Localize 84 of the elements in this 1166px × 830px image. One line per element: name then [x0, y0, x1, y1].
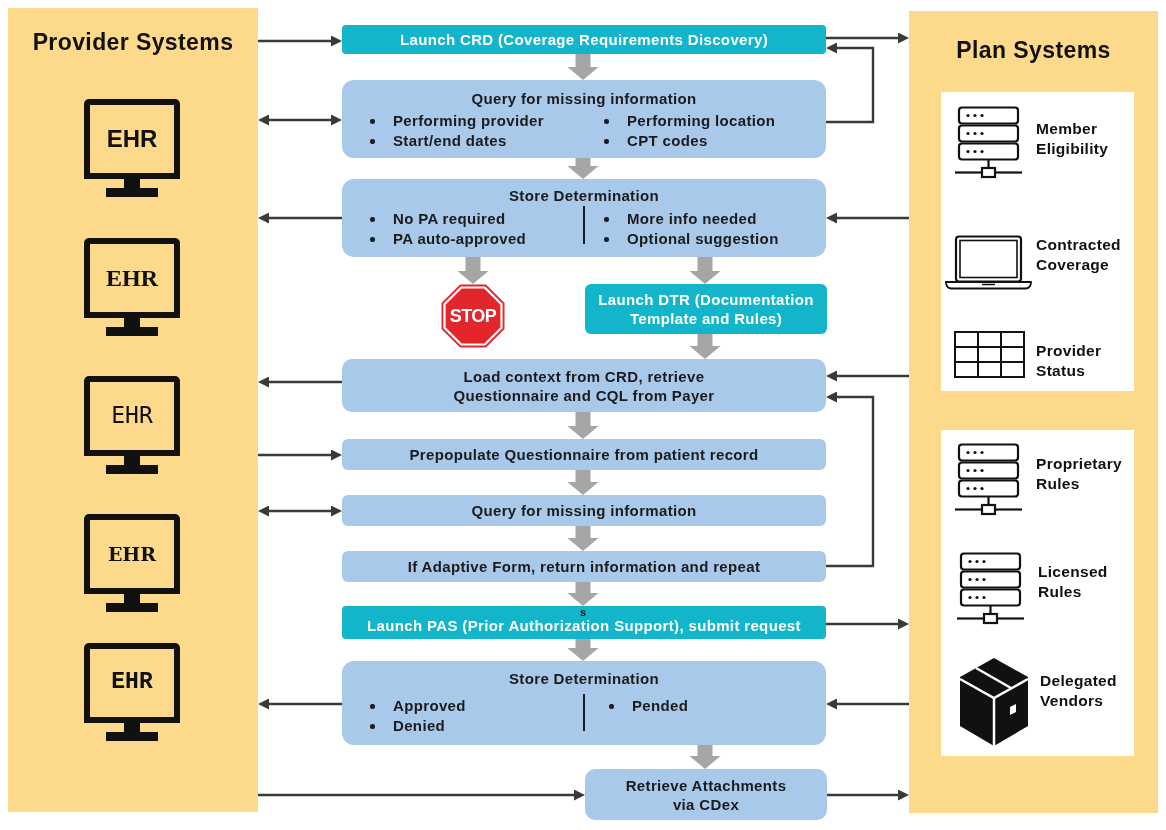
process-box	[342, 80, 826, 158]
block-arrow	[567, 412, 599, 439]
block-arrow	[567, 526, 599, 551]
list-item: Performing location	[603, 111, 776, 131]
process-box	[342, 439, 826, 470]
arrow	[258, 449, 342, 461]
process-box	[342, 359, 826, 412]
arrow	[826, 370, 909, 382]
arrow	[826, 212, 909, 224]
elbow-arrow	[826, 42, 875, 124]
computer-monitor	[84, 514, 180, 612]
list-item: No PA required	[369, 209, 506, 229]
list-item: Performing provider	[369, 111, 544, 131]
arrow	[826, 618, 909, 630]
arrow	[258, 212, 342, 224]
panel-title: Provider Systems	[32, 29, 234, 55]
elbow-arrow	[826, 391, 875, 568]
screen-text: EHR	[111, 403, 153, 429]
computer-monitor	[84, 238, 180, 336]
screen-text: EHR	[111, 670, 153, 696]
block-arrow	[567, 582, 599, 606]
block-arrow	[567, 54, 599, 80]
arrow	[826, 698, 909, 710]
launch-step-box	[342, 25, 826, 54]
arrow	[258, 789, 585, 801]
double-arrow	[258, 505, 342, 517]
system-panel	[8, 8, 258, 812]
sign-text: STOP	[449, 306, 497, 326]
process-box	[342, 179, 826, 257]
system-label: Member Eligibility	[1036, 119, 1109, 159]
process-box	[342, 495, 826, 526]
arrow	[258, 35, 342, 47]
step-heading: Store Determination	[509, 669, 659, 689]
system-label: Contracted Coverage	[1036, 235, 1121, 275]
letter-mark: s	[580, 607, 587, 618]
list-item: Denied	[369, 716, 446, 736]
step-text: Load context from CRD, retrieve Questionnaire and CQL from Payer	[452, 366, 716, 405]
system-label: Provider Status	[1036, 341, 1102, 381]
double-arrow	[258, 114, 342, 126]
screen-text: EHR	[106, 264, 158, 292]
system-label: Proprietary Rules	[1036, 454, 1122, 494]
step-text: Launch CRD (Coverage Requirements Discovery)	[400, 30, 768, 49]
step-text: Retrieve Attachments via CDex	[624, 775, 788, 814]
computer-monitor	[84, 643, 180, 741]
block-arrow	[567, 158, 599, 179]
arrow	[827, 789, 909, 801]
screen-text: EHR	[107, 543, 157, 565]
system-label: Licensed Rules	[1038, 562, 1108, 602]
step-text: Launch PAS (Prior Authorization Support), submit request	[367, 616, 801, 635]
process-box	[585, 769, 827, 820]
list-item: Approved	[369, 696, 466, 716]
step-text: Query for missing information	[471, 501, 697, 520]
launch-step-box	[585, 284, 827, 334]
block-arrow	[689, 334, 721, 359]
process-box	[342, 551, 826, 582]
list-item: More info needed	[603, 209, 757, 229]
system-panel	[909, 11, 1158, 813]
step-text: If Adaptive Form, return information and repeat	[407, 557, 761, 576]
system-label: Delegated Vendors	[1040, 671, 1117, 711]
launch-step-box	[342, 606, 826, 639]
block-arrow	[689, 257, 721, 284]
block-arrow	[457, 257, 489, 284]
list-item: Start/end dates	[369, 131, 507, 151]
block-arrow	[567, 639, 599, 661]
step-text: Launch DTR (Documentation Template and Rules)	[597, 290, 815, 328]
stop-sign	[441, 284, 505, 348]
arrow	[258, 698, 342, 710]
list-item: CPT codes	[603, 131, 708, 151]
block-arrow	[567, 470, 599, 495]
computer-monitor	[84, 99, 180, 197]
computer-monitor	[84, 376, 180, 474]
list-item: PA auto-approved	[369, 229, 527, 249]
screen-text: EHR	[106, 125, 158, 153]
arrow	[258, 376, 342, 388]
system-card	[941, 92, 1134, 391]
panel-title: Plan Systems	[956, 37, 1111, 63]
step-text: Prepopulate Questionnaire from patient record	[409, 445, 759, 464]
list-item: Pended	[608, 696, 689, 716]
process-box	[342, 661, 826, 745]
block-arrow	[689, 745, 721, 769]
list-item: Optional suggestion	[603, 229, 779, 249]
arrow	[826, 32, 909, 44]
step-heading: Query for missing information	[471, 89, 697, 109]
step-heading: Store Determination	[509, 186, 659, 206]
